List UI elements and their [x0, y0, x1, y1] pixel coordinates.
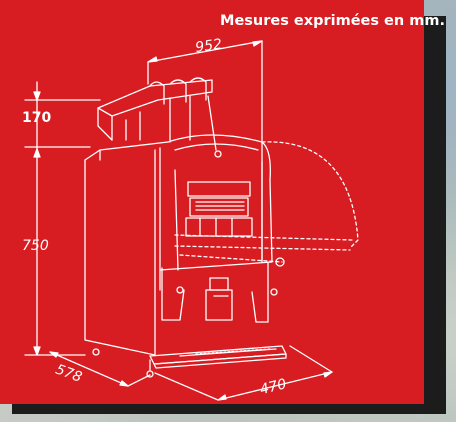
dimension-depth: 578	[49, 351, 151, 387]
dimension-body-height: 750	[22, 147, 86, 356]
dimension-width-label: 952	[194, 36, 223, 56]
dimension-body-height-label: 750	[22, 238, 49, 254]
dimension-width: 952	[147, 36, 263, 261]
caption: Mesures exprimées en mm.	[220, 13, 445, 29]
door-swing-outline	[174, 141, 359, 263]
dimension-top-height: 170	[22, 81, 101, 149]
coffee-machine-drawing: 952 170 750 578 470	[22, 36, 359, 401]
bean-hopper	[97, 77, 222, 158]
drip-tray	[149, 345, 287, 369]
dimension-base-width: 470	[154, 345, 333, 401]
machine-body	[84, 134, 273, 378]
control-panel	[174, 161, 263, 271]
dimension-base-width-label: 470	[258, 376, 288, 398]
dispenser	[161, 257, 285, 323]
dimension-top-height-label: 170	[22, 110, 51, 126]
